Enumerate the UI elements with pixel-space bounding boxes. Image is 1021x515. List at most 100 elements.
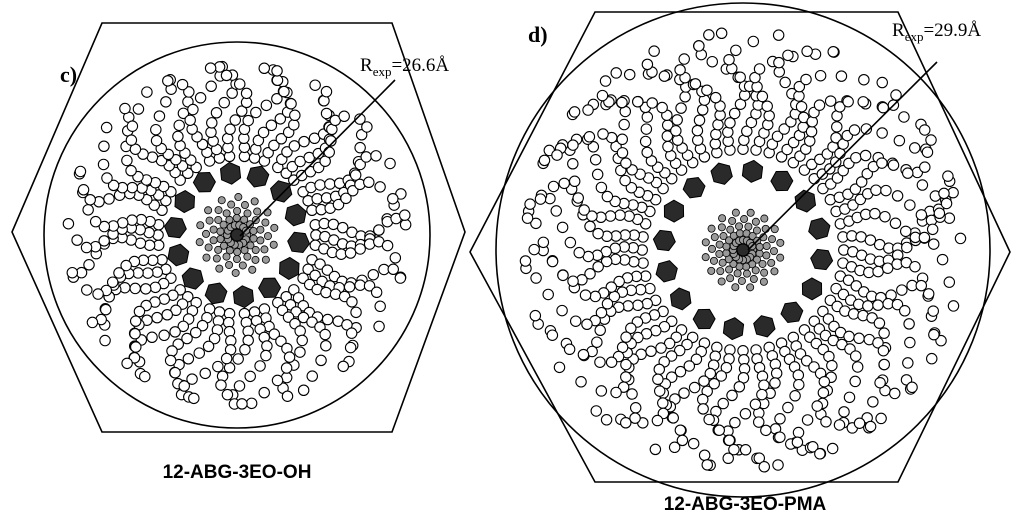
carbon-atom (909, 142, 921, 154)
carbon-atom (176, 78, 189, 91)
carbon-atom (859, 149, 872, 162)
carbon-atom (696, 393, 709, 406)
carbon-atom (710, 128, 722, 141)
carbon-atom (818, 375, 831, 388)
carbon-atom (857, 96, 869, 108)
carbon-atom (632, 96, 644, 108)
carbon-atom (683, 360, 696, 372)
carbon-atom (874, 376, 886, 389)
carbon-atom (325, 135, 337, 147)
carbon-atom (915, 279, 928, 292)
oxygen-atom (256, 236, 265, 245)
oxygen-atom (250, 197, 259, 206)
taper-molecule (215, 240, 296, 410)
carbon-atom (704, 367, 717, 380)
carbon-atom (916, 179, 929, 191)
aromatic-ring (652, 229, 676, 252)
carbon-atom (696, 104, 709, 116)
carbon-atom (793, 378, 805, 391)
carbon-atom (205, 126, 217, 139)
carbon-atom (205, 80, 217, 93)
carbon-atom (283, 351, 296, 363)
carbon-atom (399, 209, 411, 221)
carbon-atom (693, 114, 706, 127)
carbon-atom (274, 113, 287, 125)
carbon-atom (74, 165, 87, 178)
carbon-atom (296, 334, 308, 347)
carbon-atom (928, 328, 940, 341)
oxygen-atom (726, 274, 735, 283)
carbon-atom (208, 332, 221, 345)
oxygen-atom (222, 252, 231, 261)
carbon-atom (902, 167, 914, 179)
carbon-atom (268, 328, 281, 340)
carbon-atom (271, 74, 284, 87)
carbon-atom (709, 137, 722, 150)
carbon-atom (947, 300, 960, 312)
carbon-atom (922, 288, 935, 300)
oxygen-atom (233, 207, 242, 216)
carbon-atom (807, 441, 819, 453)
aromatic-ring (780, 301, 804, 324)
carbon-atom (573, 246, 585, 259)
carbon-atom (193, 347, 206, 359)
carbon-atom (667, 412, 679, 424)
carbon-atom (332, 198, 345, 211)
oxygen-atom (728, 216, 737, 225)
carbon-atom (320, 339, 332, 352)
carbon-atom (257, 126, 270, 139)
carbon-atom (592, 227, 604, 240)
taper-molecule (239, 79, 366, 232)
carbon-atom (653, 385, 666, 397)
oxygen-atom (701, 238, 710, 247)
carbon-atom (553, 361, 566, 374)
oxygen-atom (196, 221, 205, 230)
carbon-atom (589, 290, 602, 303)
oxygen-atom (263, 232, 272, 241)
carbon-atom (240, 87, 253, 100)
aromatic-ring (810, 248, 834, 271)
carbon-atom (674, 424, 687, 436)
carbon-atom (671, 114, 683, 126)
carbon-atom (575, 376, 587, 388)
carbon-atom (71, 234, 83, 246)
carbon-atom (697, 403, 709, 415)
carbon-atom (904, 199, 916, 211)
carbon-atom (189, 326, 202, 339)
oxygen-atom (729, 260, 738, 269)
aromatic-ring (710, 162, 733, 185)
carbon-atom (210, 106, 223, 119)
aromatic-ring (741, 159, 764, 183)
carbon-atom (778, 123, 790, 135)
radius-label-c: Rexp=26.6Å (360, 55, 449, 79)
oxygen-atom (249, 226, 258, 235)
carbon-atom (820, 416, 832, 428)
taper-molecule (74, 102, 232, 235)
oxygen-atom (222, 209, 231, 218)
carbon-atom (218, 96, 230, 109)
carbon-atom (879, 210, 891, 223)
aromatic-ring (167, 243, 190, 267)
carbon-atom (320, 286, 332, 299)
carbon-atom (194, 92, 207, 104)
carbon-atom (587, 141, 600, 153)
oxygen-atom (209, 225, 218, 234)
carbon-atom (82, 204, 94, 216)
oxygen-atom (725, 265, 734, 274)
carbon-atom (106, 276, 119, 288)
oxygen-atom (249, 234, 258, 243)
carbon-atom (113, 267, 125, 279)
carbon-atom (792, 426, 805, 439)
carbon-atom (610, 386, 622, 399)
taper-molecule (693, 29, 840, 244)
carbon-atom (715, 370, 728, 382)
carbon-atom (834, 147, 846, 160)
oxygen-atom (216, 235, 225, 244)
carbon-atom (381, 239, 394, 252)
carbon-atom (701, 459, 714, 471)
carbon-atom (849, 350, 862, 362)
carbon-atom (851, 361, 864, 373)
carbon-atom (125, 164, 137, 177)
carbon-atom (890, 89, 902, 101)
carbon-atom (119, 102, 131, 115)
